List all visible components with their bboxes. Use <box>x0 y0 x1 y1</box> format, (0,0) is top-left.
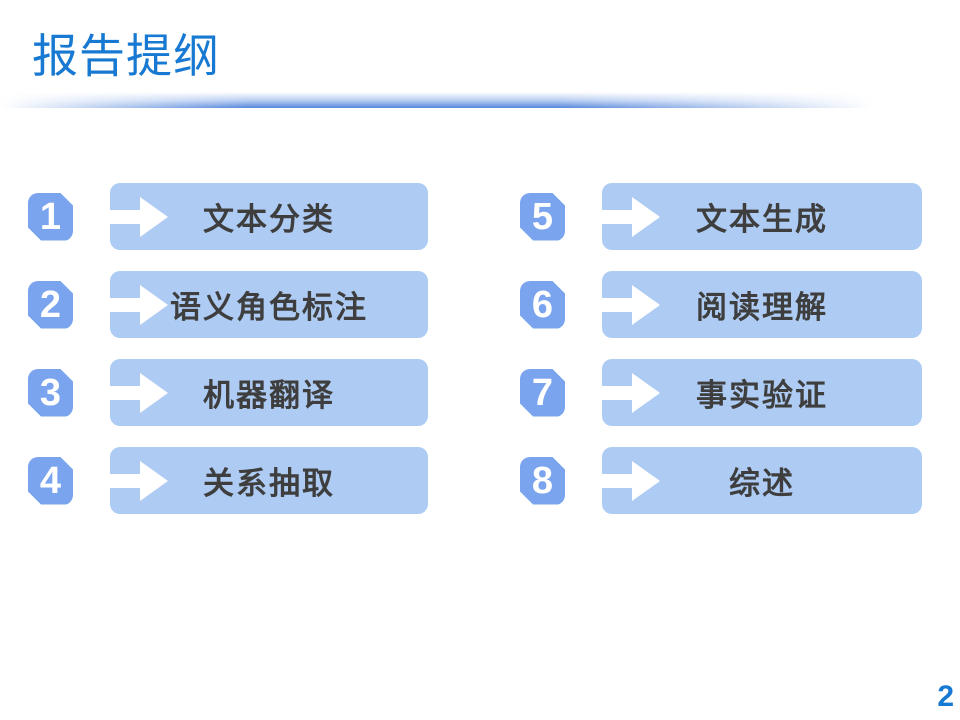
outline-item-8[interactable]: 8 综述 <box>520 447 922 514</box>
item-bar: 综述 <box>602 447 922 514</box>
item-number-badge: 8 <box>520 457 565 505</box>
outline-column-left: 1 文本分类 2 语义角色标注 3 机器翻译 <box>28 183 428 514</box>
item-label: 阅读理解 <box>696 290 828 325</box>
item-number-badge: 3 <box>28 369 73 417</box>
item-number: 2 <box>39 283 62 326</box>
item-number-badge: 6 <box>520 281 565 329</box>
arrow-right-icon <box>110 460 168 501</box>
arrow-right-icon <box>602 196 660 237</box>
item-bar: 阅读理解 <box>602 271 922 338</box>
slide-title: 报告提纲 <box>32 30 220 82</box>
outline-item-2[interactable]: 2 语义角色标注 <box>28 271 428 338</box>
item-bar: 语义角色标注 <box>110 271 428 338</box>
item-label: 事实验证 <box>696 378 828 413</box>
item-number-badge: 7 <box>520 369 565 417</box>
arrow-right-icon <box>110 196 168 237</box>
item-bar: 关系抽取 <box>110 447 428 514</box>
arrow-right-icon <box>110 372 168 413</box>
item-number: 8 <box>531 459 554 502</box>
outline-item-4[interactable]: 4 关系抽取 <box>28 447 428 514</box>
item-number: 3 <box>39 371 62 414</box>
item-bar: 文本分类 <box>110 183 428 250</box>
item-number: 6 <box>531 283 554 326</box>
item-number: 1 <box>39 195 62 238</box>
item-label: 语义角色标注 <box>170 290 368 325</box>
item-number-badge: 4 <box>28 457 73 505</box>
item-number: 7 <box>531 371 554 414</box>
item-bar: 文本生成 <box>602 183 922 250</box>
item-number: 4 <box>39 459 62 502</box>
item-bar: 机器翻译 <box>110 359 428 426</box>
outline-column-right: 5 文本生成 6 阅读理解 7 事实验证 <box>520 183 922 514</box>
arrow-right-icon <box>602 372 660 413</box>
item-number: 5 <box>531 195 554 238</box>
arrow-right-icon <box>602 460 660 501</box>
item-label: 文本分类 <box>203 202 335 237</box>
arrow-right-icon <box>602 284 660 325</box>
item-number-badge: 1 <box>28 193 73 241</box>
item-number-badge: 2 <box>28 281 73 329</box>
title-divider <box>0 92 960 108</box>
item-label: 关系抽取 <box>203 466 335 501</box>
item-label: 机器翻译 <box>203 378 335 413</box>
item-label: 文本生成 <box>696 202 828 237</box>
outline-item-5[interactable]: 5 文本生成 <box>520 183 922 250</box>
outline-item-3[interactable]: 3 机器翻译 <box>28 359 428 426</box>
outline-item-1[interactable]: 1 文本分类 <box>28 183 428 250</box>
outline-item-7[interactable]: 7 事实验证 <box>520 359 922 426</box>
item-bar: 事实验证 <box>602 359 922 426</box>
page-number: 2 <box>937 680 954 713</box>
arrow-right-icon <box>110 284 168 325</box>
item-number-badge: 5 <box>520 193 565 241</box>
item-label: 综述 <box>729 466 795 501</box>
outline-item-6[interactable]: 6 阅读理解 <box>520 271 922 338</box>
